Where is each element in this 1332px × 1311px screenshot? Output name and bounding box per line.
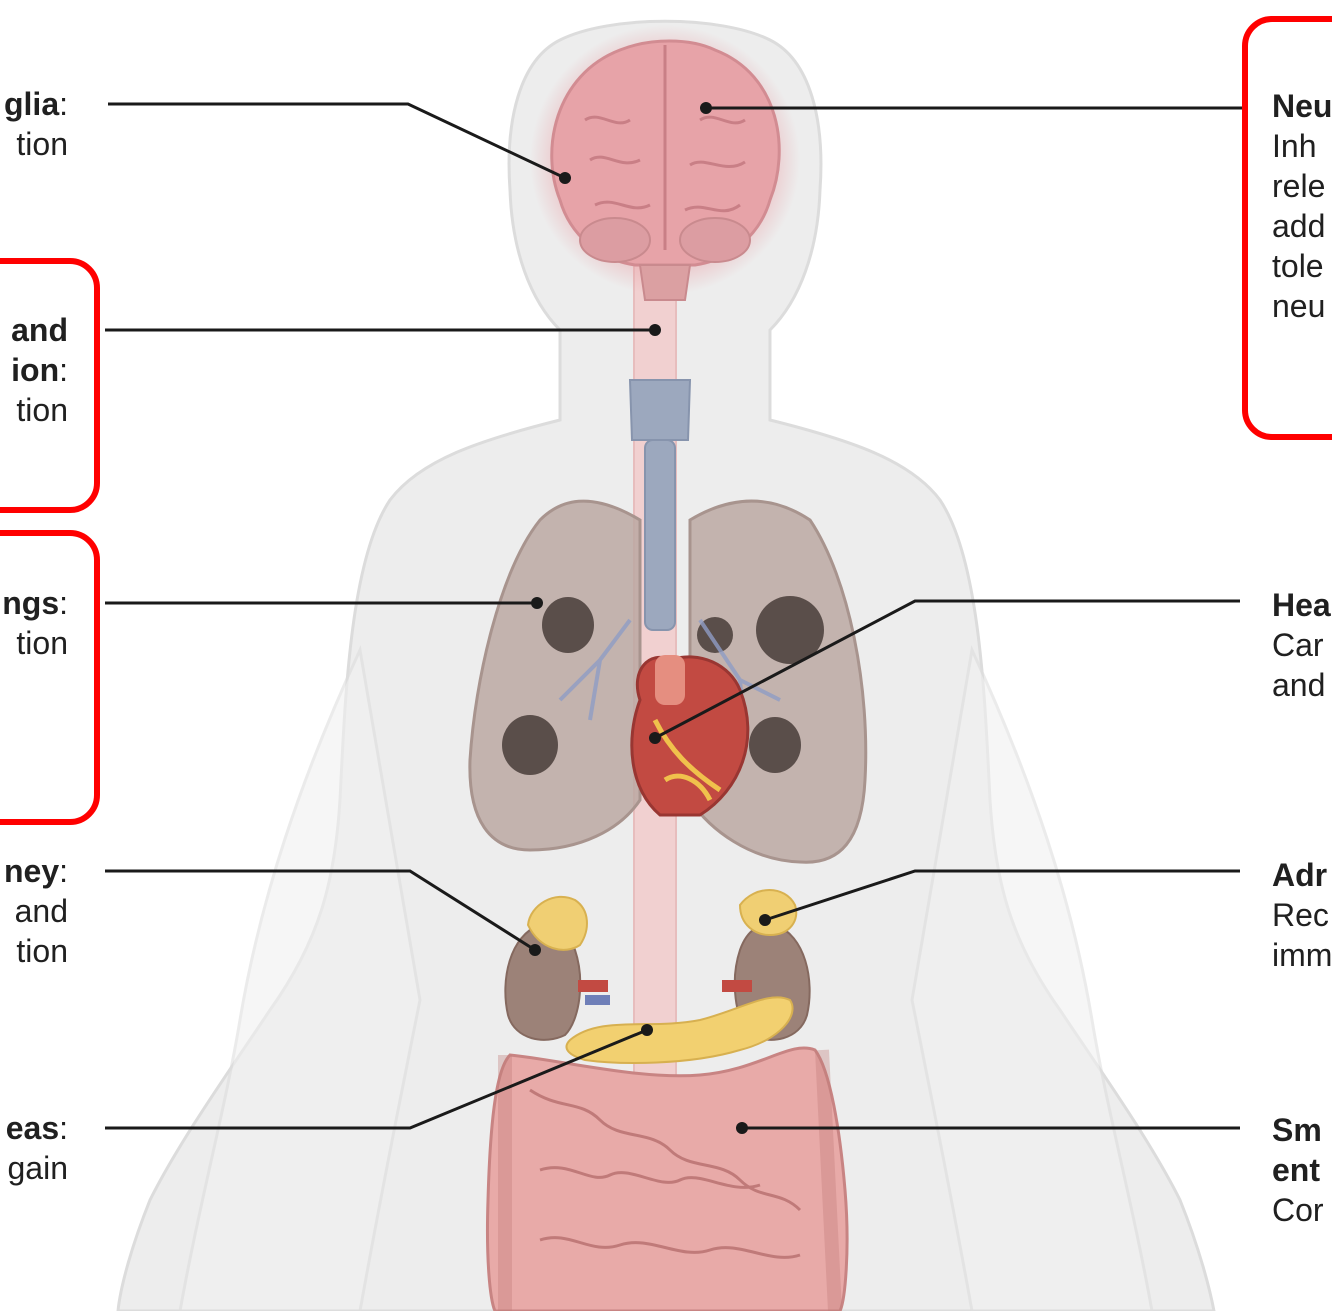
label-kidney-title: ney (4, 853, 59, 889)
label-small-int-title-1: Sm (1272, 1110, 1324, 1150)
label-lungs: ngs: tion (2, 583, 68, 663)
label-spinal-title-1: and (11, 310, 68, 350)
label-ganglia-line-1: tion (4, 124, 68, 164)
label-heart-line-2: and (1272, 665, 1331, 705)
label-lungs-title: ngs (2, 585, 59, 621)
label-neuro-line-5: neu (1272, 286, 1332, 326)
label-spinal: and ion: tion (11, 310, 68, 430)
label-neuro-line-2: rele (1272, 166, 1332, 206)
leader-line-ganglia (108, 104, 565, 178)
label-neuro-line-4: tole (1272, 246, 1332, 286)
label-heart-title: Hea (1272, 585, 1331, 625)
label-adrenal-title: Adr (1272, 855, 1332, 895)
label-adrenal-line-2: imm (1272, 935, 1332, 975)
label-ganglia: glia: tion (4, 84, 68, 164)
label-adrenal: Adr Rec imm (1272, 855, 1332, 975)
label-heart-line-1: Car (1272, 625, 1331, 665)
label-pancreas-title: eas (6, 1110, 59, 1146)
label-neuro-line-3: add (1272, 206, 1332, 246)
label-heart: Hea Car and (1272, 585, 1331, 705)
label-kidney: ney: and tion (4, 851, 68, 971)
label-lungs-line-1: tion (2, 623, 68, 663)
label-neuro-title: Neu (1272, 86, 1332, 126)
label-kidney-line-2: tion (4, 931, 68, 971)
highlight-box-lungs (0, 530, 100, 825)
label-small-intestine: Sm ent Cor (1272, 1110, 1324, 1230)
label-neuro: Neu Inh rele add tole neu (1272, 86, 1332, 326)
label-ganglia-title: glia (4, 86, 59, 122)
label-small-int-line-1: Cor (1272, 1190, 1324, 1230)
label-pancreas-line-1: gain (6, 1148, 68, 1188)
label-spinal-title-2: ion (11, 352, 59, 388)
label-kidney-line-1: and (4, 891, 68, 931)
label-spinal-line-1: tion (11, 390, 68, 430)
label-pancreas: eas: gain (6, 1108, 68, 1188)
label-small-int-title-2: ent (1272, 1150, 1324, 1190)
label-neuro-line-1: Inh (1272, 126, 1332, 166)
label-adrenal-line-1: Rec (1272, 895, 1332, 935)
intestines-shape (487, 1048, 847, 1311)
